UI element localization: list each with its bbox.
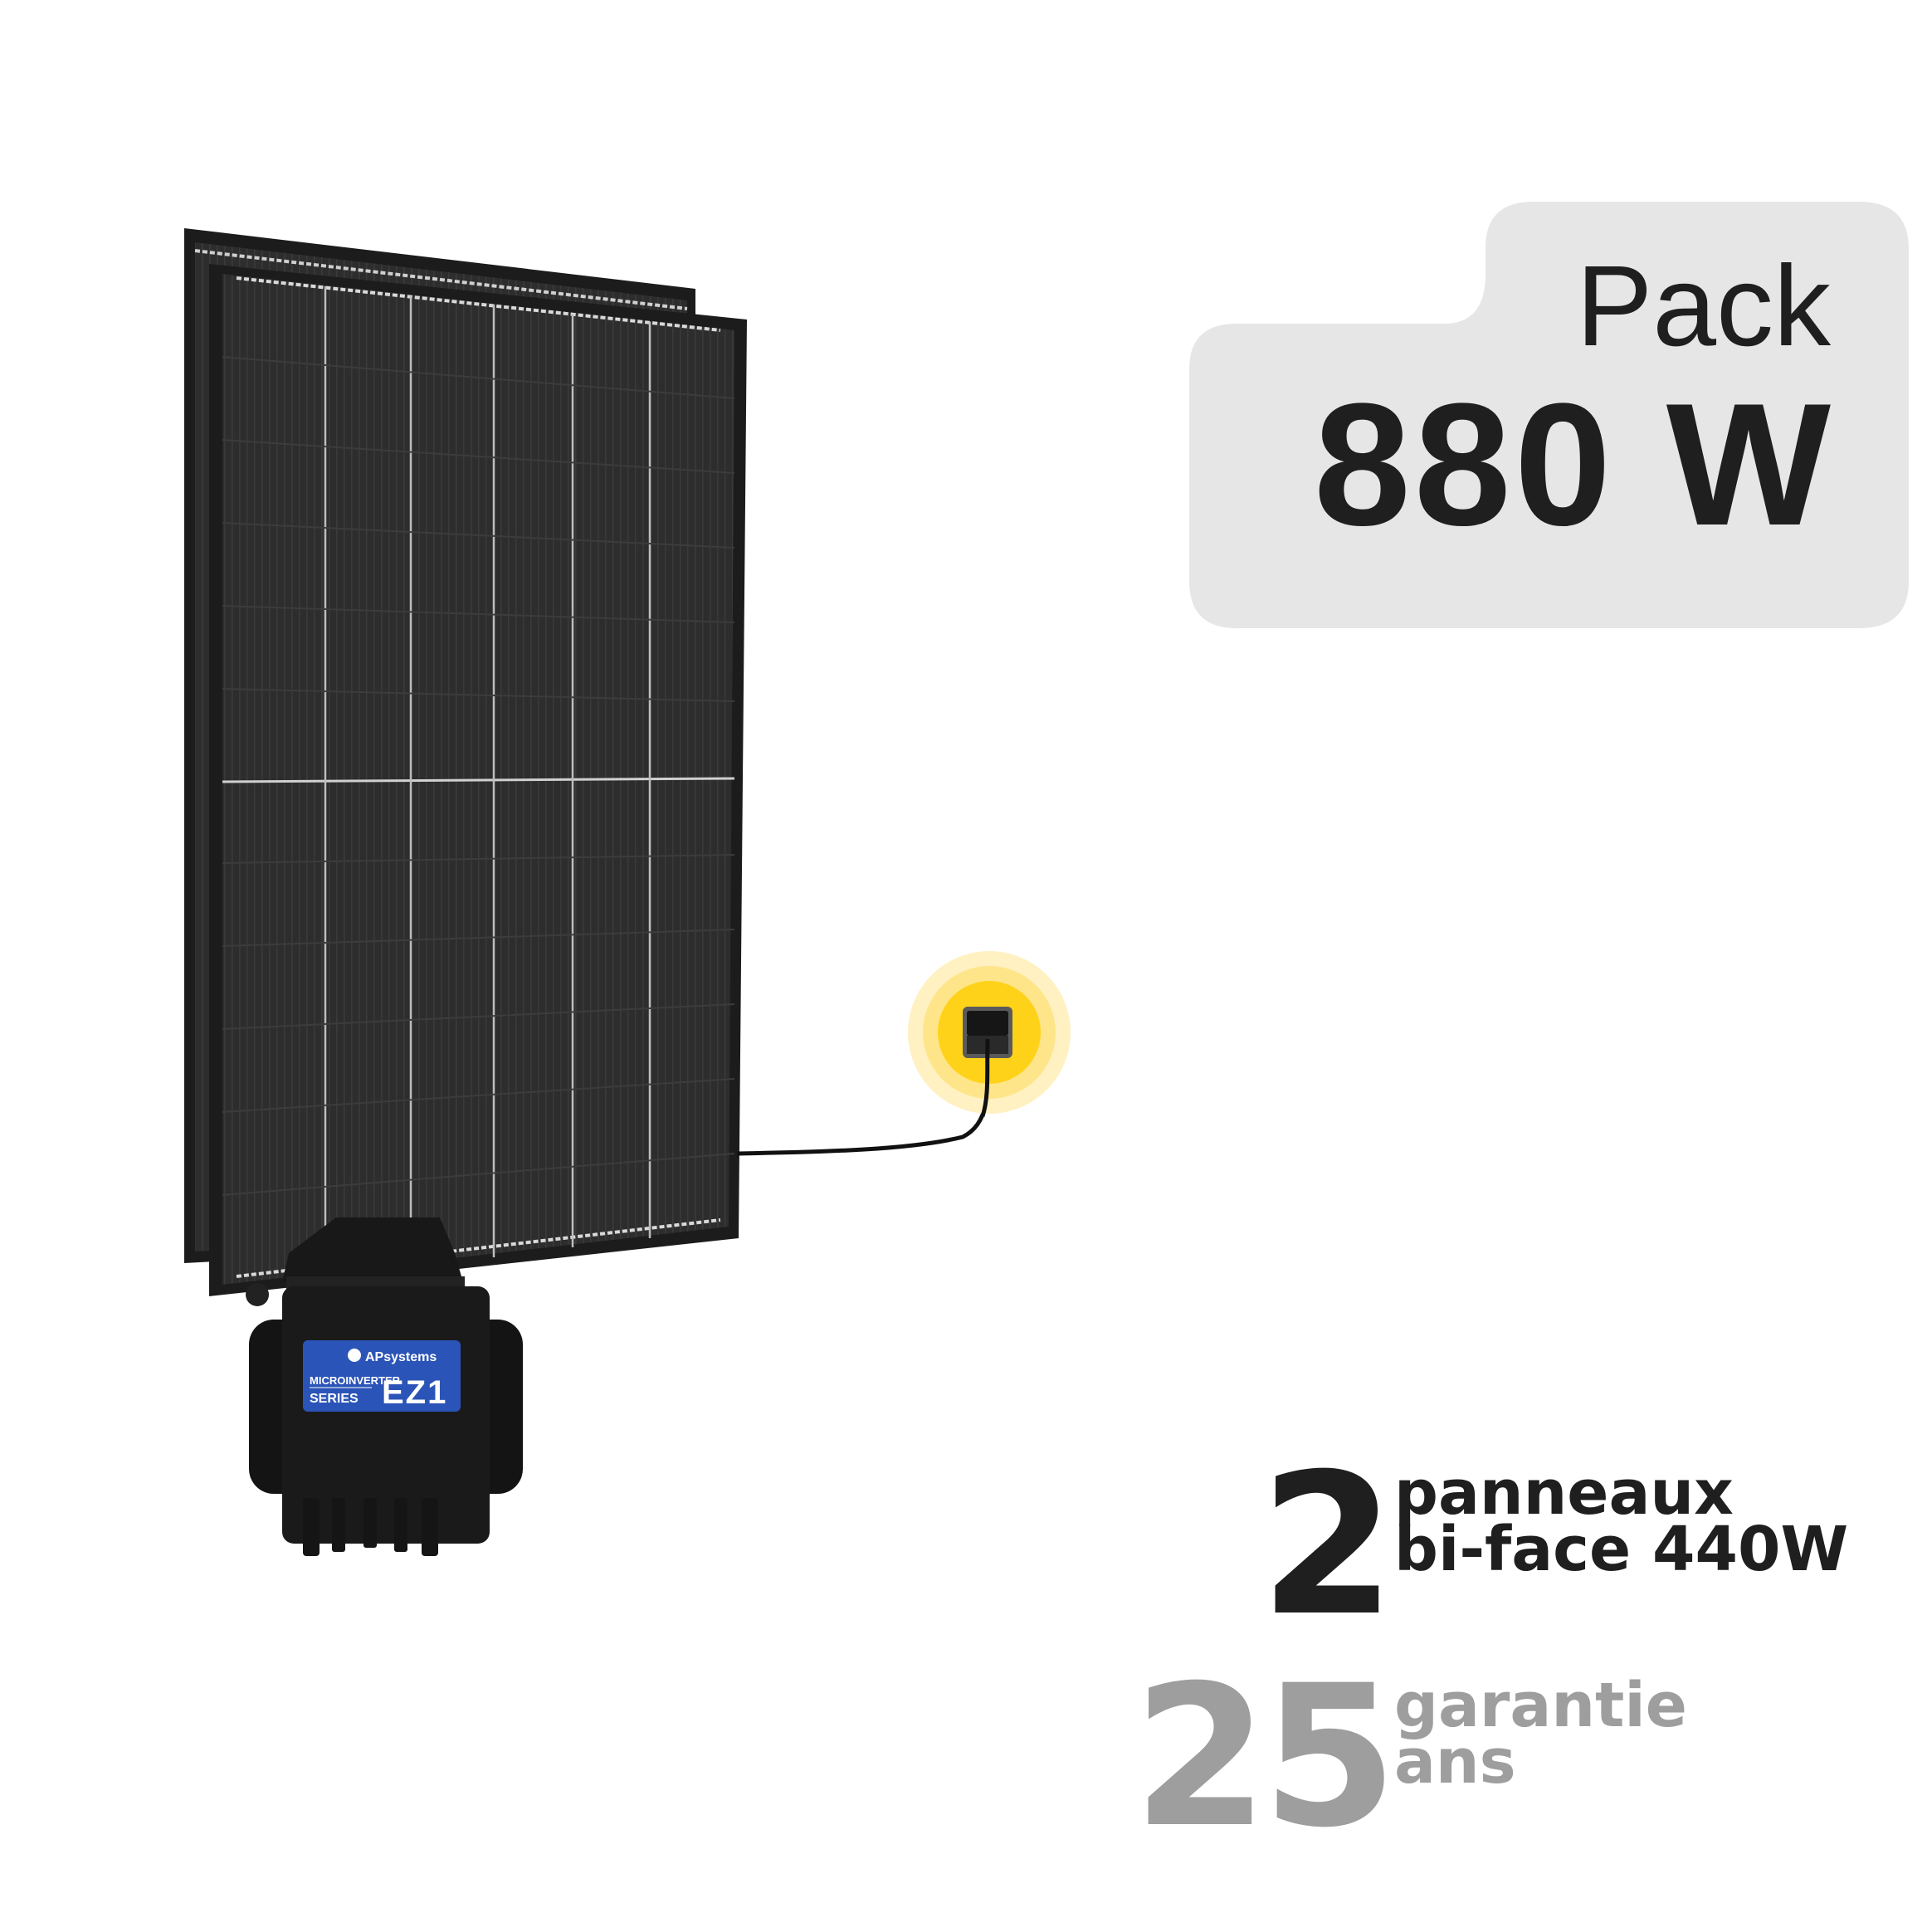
panel-description-line2: bi-face 440W (1394, 1514, 1849, 1585)
svg-text:EZ1: EZ1 (382, 1374, 447, 1411)
badge-background (1189, 202, 1909, 628)
wall-outlet-icon (908, 951, 1071, 1117)
warranty-line1: garantie (1394, 1670, 1687, 1741)
svg-text:MICROINVERTER: MICROINVERTER (310, 1374, 401, 1387)
solar-panel-front (209, 264, 747, 1296)
panel-count: 2 (1260, 1432, 1396, 1659)
microinverter: APsystems MICROINVERTER SERIES EZ1 (246, 1217, 523, 1556)
svg-text:APsystems: APsystems (365, 1350, 437, 1364)
panel-description-line1: panneaux (1394, 1457, 1734, 1529)
pack-label: Pack (1576, 242, 1831, 370)
warranty-line2: ans (1394, 1726, 1516, 1798)
pack-power-value: 880 W (1314, 367, 1834, 562)
svg-text:SERIES: SERIES (310, 1392, 359, 1406)
warranty-years: 25 (1133, 1644, 1398, 1871)
